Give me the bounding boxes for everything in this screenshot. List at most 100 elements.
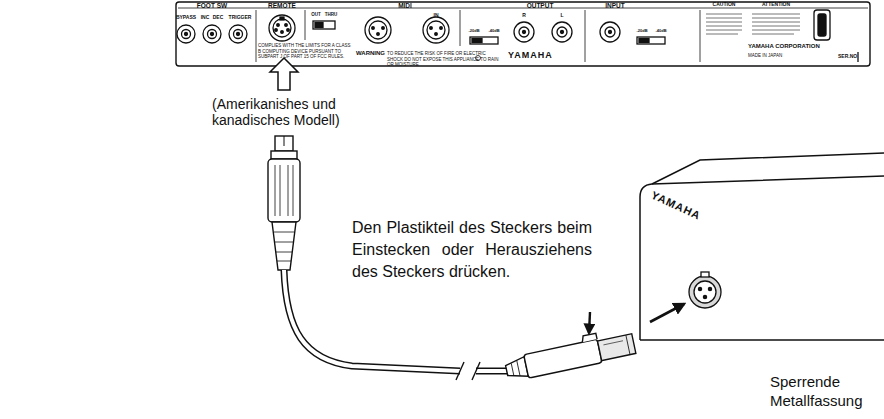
din-plug: [268, 136, 300, 270]
midi-section: [427, 21, 445, 39]
fine-print: [706, 22, 742, 23]
maker-label: YAMAHA CORPORATION: [748, 43, 820, 50]
cable: [476, 368, 508, 375]
midi-section: [435, 33, 438, 36]
foot-switch-jacks: [234, 30, 243, 39]
fine-print: [752, 22, 800, 23]
midi-section: [423, 17, 449, 43]
switch-label: -20dB: [468, 29, 479, 33]
locking-socket: [689, 276, 721, 308]
din-plug: [276, 252, 292, 253]
jack-label: L: [560, 13, 563, 19]
panel-label: OUTPUT: [527, 2, 554, 9]
din-plug: [274, 232, 294, 233]
insert-arrow-up: [270, 58, 298, 90]
switch-label: OUT: [311, 13, 321, 18]
din-plug: [280, 165, 281, 216]
locking-socket: [708, 287, 711, 290]
panel-label: MIDI: [398, 2, 412, 9]
midi-section: [372, 27, 375, 30]
insert-arrow-right: [650, 304, 684, 322]
warning-label: WARNING: [356, 50, 385, 57]
input-section: [609, 31, 612, 34]
din-plug: [272, 222, 296, 270]
remote-socket: [281, 31, 284, 34]
input-section: [605, 27, 615, 37]
fine-print: [706, 34, 738, 35]
caution-label: ATTENTION: [762, 2, 790, 8]
rear-panel: [460, 10, 461, 46]
push-arrow: [589, 312, 590, 333]
locking-socket: [694, 281, 716, 303]
jack-label: TRIGGER: [229, 15, 252, 21]
fine-print: [706, 14, 800, 34]
remote-socket: [269, 15, 295, 41]
rear-panel: [176, 2, 870, 66]
midi-section: [315, 23, 323, 28]
fine-print: [706, 18, 742, 19]
din-plug: [277, 261, 291, 262]
brand-logo: YAMAHA: [649, 189, 702, 222]
foot-switch-jacks: [203, 25, 221, 43]
xlr-plug: [517, 360, 520, 376]
jack-label: INC: [201, 15, 210, 21]
remote-socket: [280, 17, 284, 20]
power-cord-grommet: [818, 14, 826, 36]
warning-text: TO REDUCE THE RISK OF FIRE OR ELECTRIC S…: [387, 51, 502, 68]
rear-panel: [700, 10, 701, 62]
din-plug: [271, 151, 297, 159]
din-plug: [268, 159, 300, 222]
power-cord-grommet: [857, 52, 858, 62]
xlr-plug: [511, 363, 513, 375]
cable: [456, 362, 464, 380]
midi-section: [313, 21, 335, 29]
output-section: [470, 37, 498, 44]
remote-socket: [285, 24, 288, 27]
din-plug: [275, 136, 293, 151]
serial-label: SER.NO: [838, 54, 857, 60]
fine-print: [752, 26, 800, 27]
fine-print: [752, 14, 800, 15]
xlr-plug: [581, 333, 597, 342]
midi-section: [440, 27, 443, 30]
foot-switch-jacks: [185, 33, 188, 36]
locking-socket: [698, 287, 701, 290]
remote-unit: [640, 339, 884, 341]
power-cord-grommet: [814, 10, 830, 40]
jack-label: R: [522, 13, 526, 19]
input-section: [639, 39, 649, 43]
din-plug: [275, 165, 276, 216]
xlr-plug: [626, 335, 630, 355]
jack-label: BYPASS: [176, 15, 196, 21]
xlr-plug: [503, 326, 636, 382]
foot-switch-jacks: [208, 30, 217, 39]
remote-socket: [273, 19, 291, 37]
remote-socket: [287, 29, 290, 32]
locking-socket: [689, 272, 721, 308]
midi-section: [313, 17, 449, 43]
fine-print: [706, 26, 742, 27]
output-section: [557, 27, 567, 37]
midi-section: [377, 33, 380, 36]
switch-label: -20dB: [636, 29, 647, 33]
output-section: [523, 31, 526, 34]
fine-print: [706, 14, 742, 15]
push-arrow: [589, 312, 590, 333]
locking-socket: [703, 295, 706, 298]
remote-unit: [652, 153, 884, 184]
din-plug: [293, 165, 294, 216]
din-plug: [275, 242, 293, 243]
foot-switch-jacks: [177, 25, 247, 43]
din-plug: [284, 136, 285, 146]
foot-switch-jacks: [177, 25, 195, 43]
output-section: [514, 22, 534, 42]
foot-switch-jacks: [211, 33, 214, 36]
output-section: [472, 39, 482, 43]
midi-section: [382, 27, 385, 30]
caution-label: CAUTION: [713, 2, 736, 8]
model-note: (Amerikanishes und kanadisches Modell): [212, 96, 352, 128]
foot-switch-jacks: [237, 33, 240, 36]
switch-label: -40dB: [488, 29, 499, 33]
